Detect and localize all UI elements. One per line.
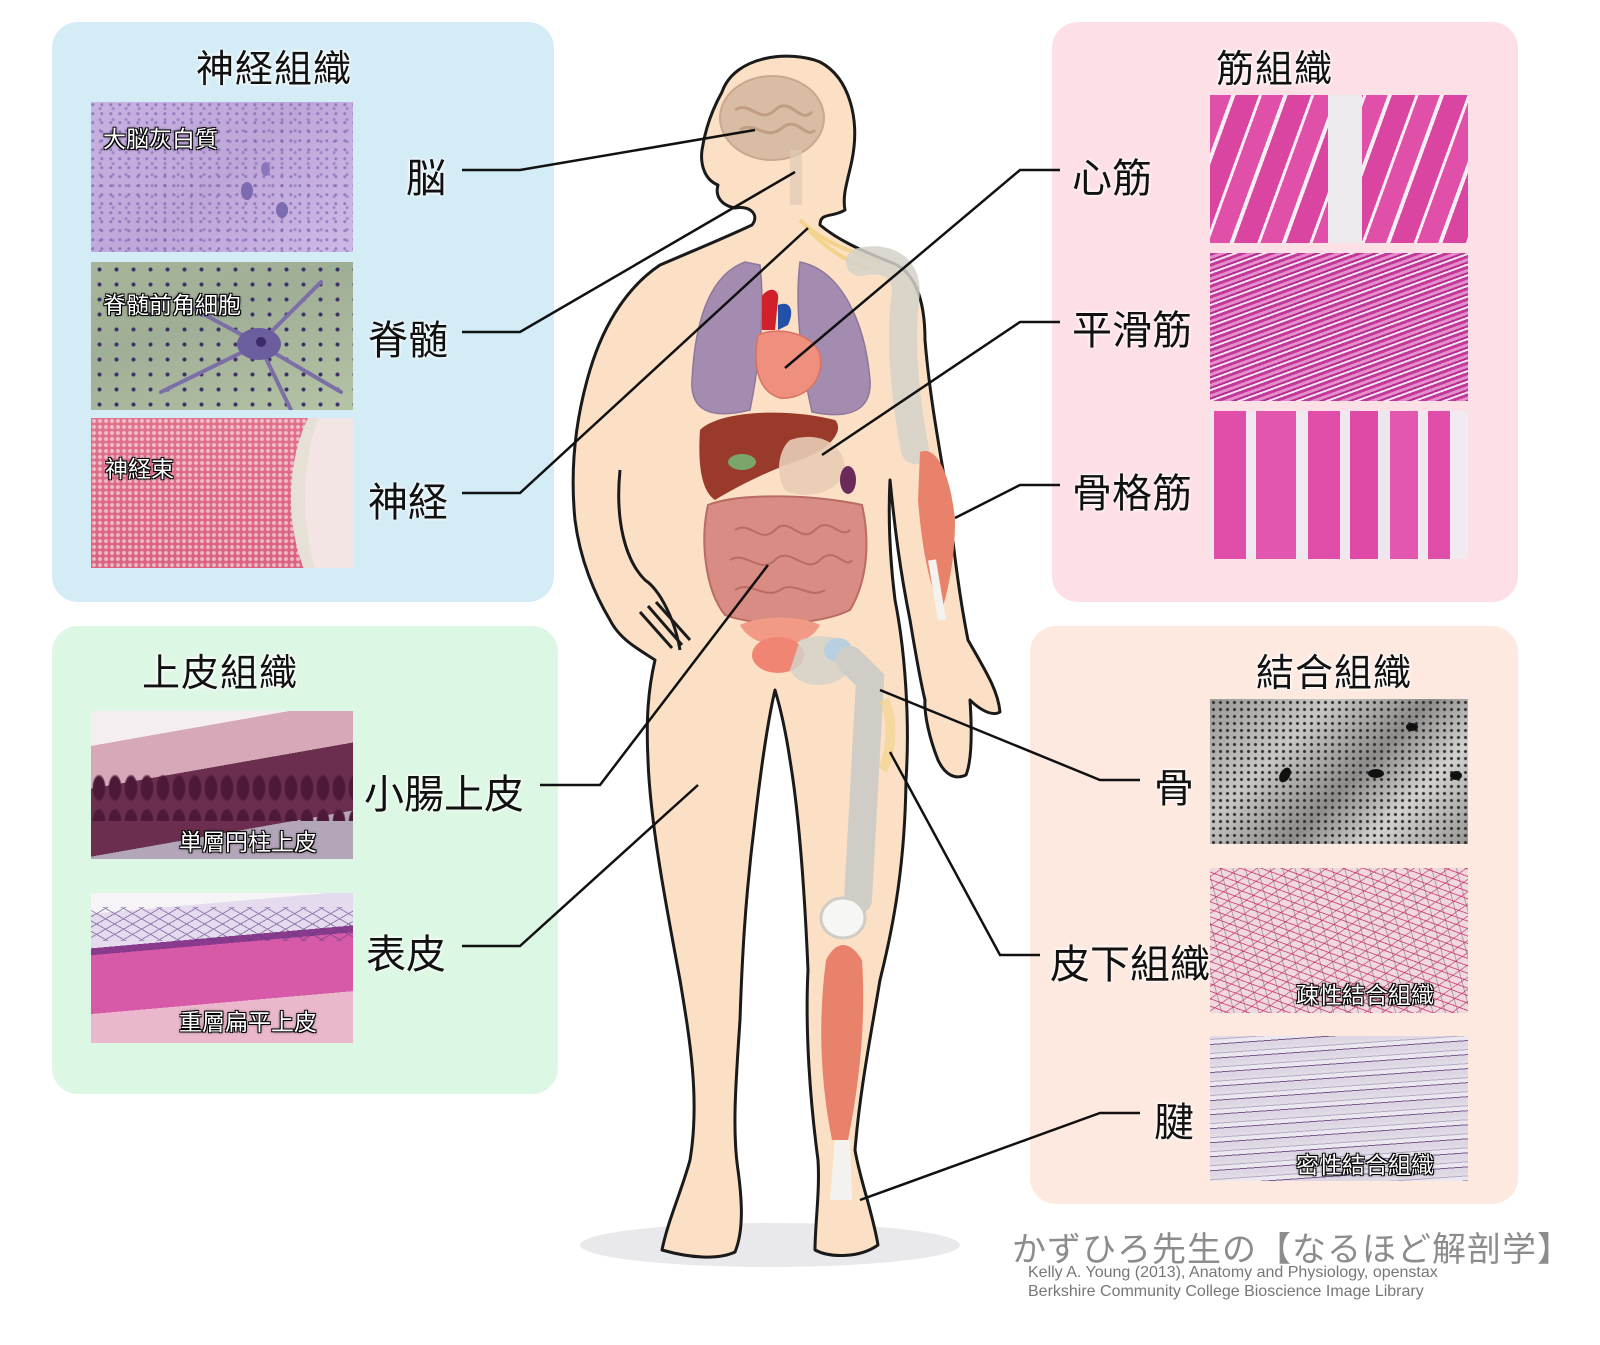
micrograph-smooth-muscle <box>1210 253 1468 401</box>
label-skeletal-muscle: 骨格筋 <box>1072 471 1192 517</box>
label-smooth-muscle: 平滑筋 <box>1072 308 1192 354</box>
leader-line-intestinal <box>540 564 769 787</box>
leader-line-subcutaneous <box>888 751 1040 957</box>
femur <box>836 646 885 914</box>
lung-left <box>691 261 763 415</box>
label-brain: 脳 <box>406 156 446 202</box>
micrograph-loose-connective-tissue: 疎性結合組織 <box>1210 868 1468 1013</box>
micrograph-caption: 重層扁平上皮 <box>179 1010 317 1036</box>
micrograph-caption: 密性結合組織 <box>1296 1153 1434 1179</box>
micrograph-caption: 疎性結合組織 <box>1296 983 1434 1009</box>
leader-line-tendon <box>859 1111 1140 1202</box>
connective-tissue-title: 結合組織 <box>1256 651 1413 695</box>
label-intestinal-epithelium: 小腸上皮 <box>364 772 524 818</box>
label-cardiac-muscle: 心筋 <box>1072 156 1152 202</box>
label-nerve: 神経 <box>368 480 448 526</box>
label-spinal-cord: 脊髄 <box>368 318 448 364</box>
micrograph-caption: 大脳灰白質 <box>103 127 218 153</box>
micrograph-caption: 脊髄前角細胞 <box>103 293 241 319</box>
brain <box>719 75 825 161</box>
label-epidermis: 表皮 <box>366 932 446 978</box>
micrograph-dense-connective-tissue: 密性結合組織 <box>1210 1036 1468 1181</box>
nervous-tissue-title: 神経組織 <box>196 47 353 91</box>
micrograph-nerve-fascicle: 神経束 <box>91 418 353 568</box>
label-subcutaneous-tissue: 皮下組織 <box>1050 942 1210 988</box>
liver <box>699 412 839 500</box>
epithelial-tissue-title: 上皮組織 <box>142 651 299 695</box>
micrograph-caption: 単層円柱上皮 <box>179 830 317 856</box>
micrograph-bone <box>1210 699 1468 844</box>
micrograph-stratified-squamous-epithelium: 重層扁平上皮 <box>91 893 353 1043</box>
leader-line-smooth <box>821 320 1060 457</box>
site-credit: かずひろ先生の【なるほど解剖学】 <box>1012 1230 1572 1270</box>
image-credit-line-1: Kelly A. Young (2013), Anatomy and Physi… <box>1028 1264 1438 1281</box>
micrograph-cerebral-gray-matter: 大脳灰白質 <box>91 102 353 252</box>
leader-line-brain <box>462 128 756 172</box>
leg-muscles <box>821 945 864 1140</box>
micrograph-anterior-horn-cell: 脊髄前角細胞 <box>91 262 353 410</box>
leader-line-cardiac <box>784 168 1060 369</box>
micrograph-caption: 神経束 <box>105 457 174 483</box>
muscle-tissue-title: 筋組織 <box>1216 47 1334 91</box>
leader-line-skeletal <box>954 483 1060 520</box>
leader-line-spinal-cord <box>462 170 796 334</box>
micrograph-cardiac-muscle <box>1210 95 1468 243</box>
leader-line-bone <box>879 688 1140 782</box>
micrograph-skeletal-muscle <box>1210 411 1468 559</box>
image-credit-line-2: Berkshire Community College Bioscience I… <box>1028 1283 1424 1300</box>
label-bone: 骨 <box>1154 766 1194 812</box>
leader-line-epidermis <box>462 784 699 948</box>
micrograph-simple-columnar-epithelium: 単層円柱上皮 <box>91 711 353 859</box>
forearm-muscles <box>918 450 955 610</box>
leader-line-nerve <box>462 227 809 495</box>
label-tendon: 腱 <box>1154 1100 1194 1146</box>
